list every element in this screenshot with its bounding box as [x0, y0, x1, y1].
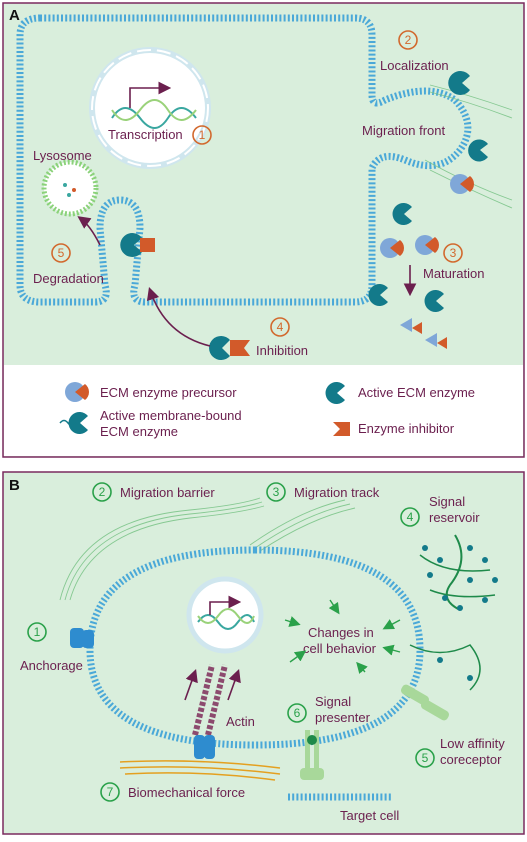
- svg-text:5: 5: [58, 246, 65, 260]
- lysosome: [41, 159, 99, 217]
- svg-text:4: 4: [277, 320, 284, 334]
- panel-a: A Transcription 1 2 Localization Migrati…: [2, 2, 525, 458]
- enzyme-precursor-icon: [415, 235, 439, 255]
- integrin-actin-anchor: [194, 735, 215, 759]
- step-b-1: 1: [27, 622, 47, 642]
- label-degradation: Degradation: [33, 271, 104, 286]
- enzyme-precursor-icon: [380, 238, 404, 258]
- panel-a-letter: A: [9, 7, 20, 24]
- label-signal-presenter-2: presenter: [315, 710, 371, 725]
- active-enzyme-icon: [392, 202, 412, 225]
- label-biomechanical: Biomechanical force: [128, 785, 245, 800]
- label-changes-1: Changes in: [308, 625, 374, 640]
- behavior-arrows: [284, 599, 401, 675]
- nucleus-a: [89, 47, 211, 169]
- label-target-cell: Target cell: [340, 808, 399, 823]
- degradation-arrow: [77, 216, 101, 246]
- label-lysosome: Lysosome: [33, 148, 92, 163]
- svg-text:7: 7: [107, 785, 114, 799]
- step-a-1: 1: [192, 125, 212, 145]
- label-actin: Actin: [226, 714, 255, 729]
- label-transcription: Transcription: [108, 127, 183, 142]
- label-migration-track: Migration track: [294, 485, 380, 500]
- nucleus-b: [186, 576, 264, 654]
- legend-active: Active ECM enzyme: [358, 385, 475, 400]
- transcription-arrow: [129, 81, 172, 108]
- inhibited-enzyme-complex: [120, 233, 155, 257]
- svg-text:1: 1: [199, 128, 206, 142]
- svg-text:2: 2: [99, 485, 106, 499]
- signal-presenter-receptor: [300, 730, 324, 780]
- legend-inhibitor: Enzyme inhibitor: [358, 421, 455, 436]
- step-a-5: 5: [51, 243, 71, 263]
- svg-text:4: 4: [407, 510, 414, 524]
- label-signal-reservoir-2: reservoir: [429, 510, 480, 525]
- legend-precursor-icon: [65, 382, 89, 402]
- dna-helix-b: [197, 614, 255, 630]
- dna-helix: [111, 107, 197, 129]
- active-enzyme-icon: [368, 284, 388, 307]
- step-b-7: 7: [100, 782, 120, 802]
- active-enzyme-icon: [424, 290, 444, 312]
- anchorage-integrin: [70, 628, 94, 648]
- step-b-6: 6: [287, 703, 307, 723]
- svg-text:5: 5: [422, 751, 429, 765]
- svg-text:2: 2: [405, 33, 412, 47]
- step-a-2: 2: [398, 30, 418, 50]
- active-enzyme-icon: [468, 139, 488, 162]
- svg-text:1: 1: [34, 625, 41, 639]
- label-localization: Localization: [380, 58, 449, 73]
- panel-b: B 2 Migration barrier 3 Mig: [2, 471, 525, 835]
- label-low-affinity-1: Low affinity: [440, 736, 505, 751]
- legend-membrane-bound-icon: [59, 412, 88, 435]
- actin-filaments: [184, 664, 241, 736]
- legend-inhibitor-icon: [333, 422, 350, 436]
- legend-membrane-bound-1: Active membrane-bound: [100, 408, 242, 423]
- coreceptor: [400, 644, 481, 721]
- label-anchorage: Anchorage: [20, 658, 83, 673]
- ecm-fibers-b: [59, 497, 356, 601]
- legend-membrane-bound-2: ECM enzyme: [100, 424, 178, 439]
- enzyme-fragment-icon: [400, 318, 447, 349]
- label-inhibition: Inhibition: [256, 343, 308, 358]
- signal-reservoir: [419, 534, 498, 611]
- enzyme-precursor-icon: [450, 174, 475, 194]
- label-changes-2: cell behavior: [303, 641, 377, 656]
- force-fibers: [119, 760, 281, 781]
- legend-active-icon: [325, 382, 345, 404]
- active-enzyme-icon: [448, 71, 470, 95]
- label-low-affinity-2: coreceptor: [440, 752, 502, 767]
- step-b-5: 5: [415, 748, 435, 768]
- step-a-4: 4: [270, 317, 290, 337]
- cell-membrane-b: [86, 546, 424, 749]
- svg-text:6: 6: [294, 706, 301, 720]
- inhibition-arrow: [146, 286, 211, 347]
- step-a-3: 3: [443, 243, 463, 263]
- step-b-3: 3: [266, 482, 286, 502]
- legend-area: [4, 365, 523, 456]
- inhibitor-complex: [209, 336, 250, 360]
- label-signal-presenter-1: Signal: [315, 694, 351, 709]
- step-b-2: 2: [92, 482, 112, 502]
- cell-membrane-a: [16, 14, 472, 306]
- svg-text:3: 3: [450, 246, 457, 260]
- legend-precursor: ECM enzyme precursor: [100, 385, 237, 400]
- label-maturation: Maturation: [423, 266, 484, 281]
- svg-text:3: 3: [273, 485, 280, 499]
- label-migration-front: Migration front: [362, 123, 445, 138]
- panel-b-frame: [2, 471, 525, 835]
- label-migration-barrier: Migration barrier: [120, 485, 215, 500]
- step-b-4: 4: [400, 507, 420, 527]
- legend: ECM enzyme precursor Active membrane-bou…: [59, 382, 475, 439]
- panel-b-letter: B: [9, 477, 20, 494]
- label-signal-reservoir-1: Signal: [429, 494, 465, 509]
